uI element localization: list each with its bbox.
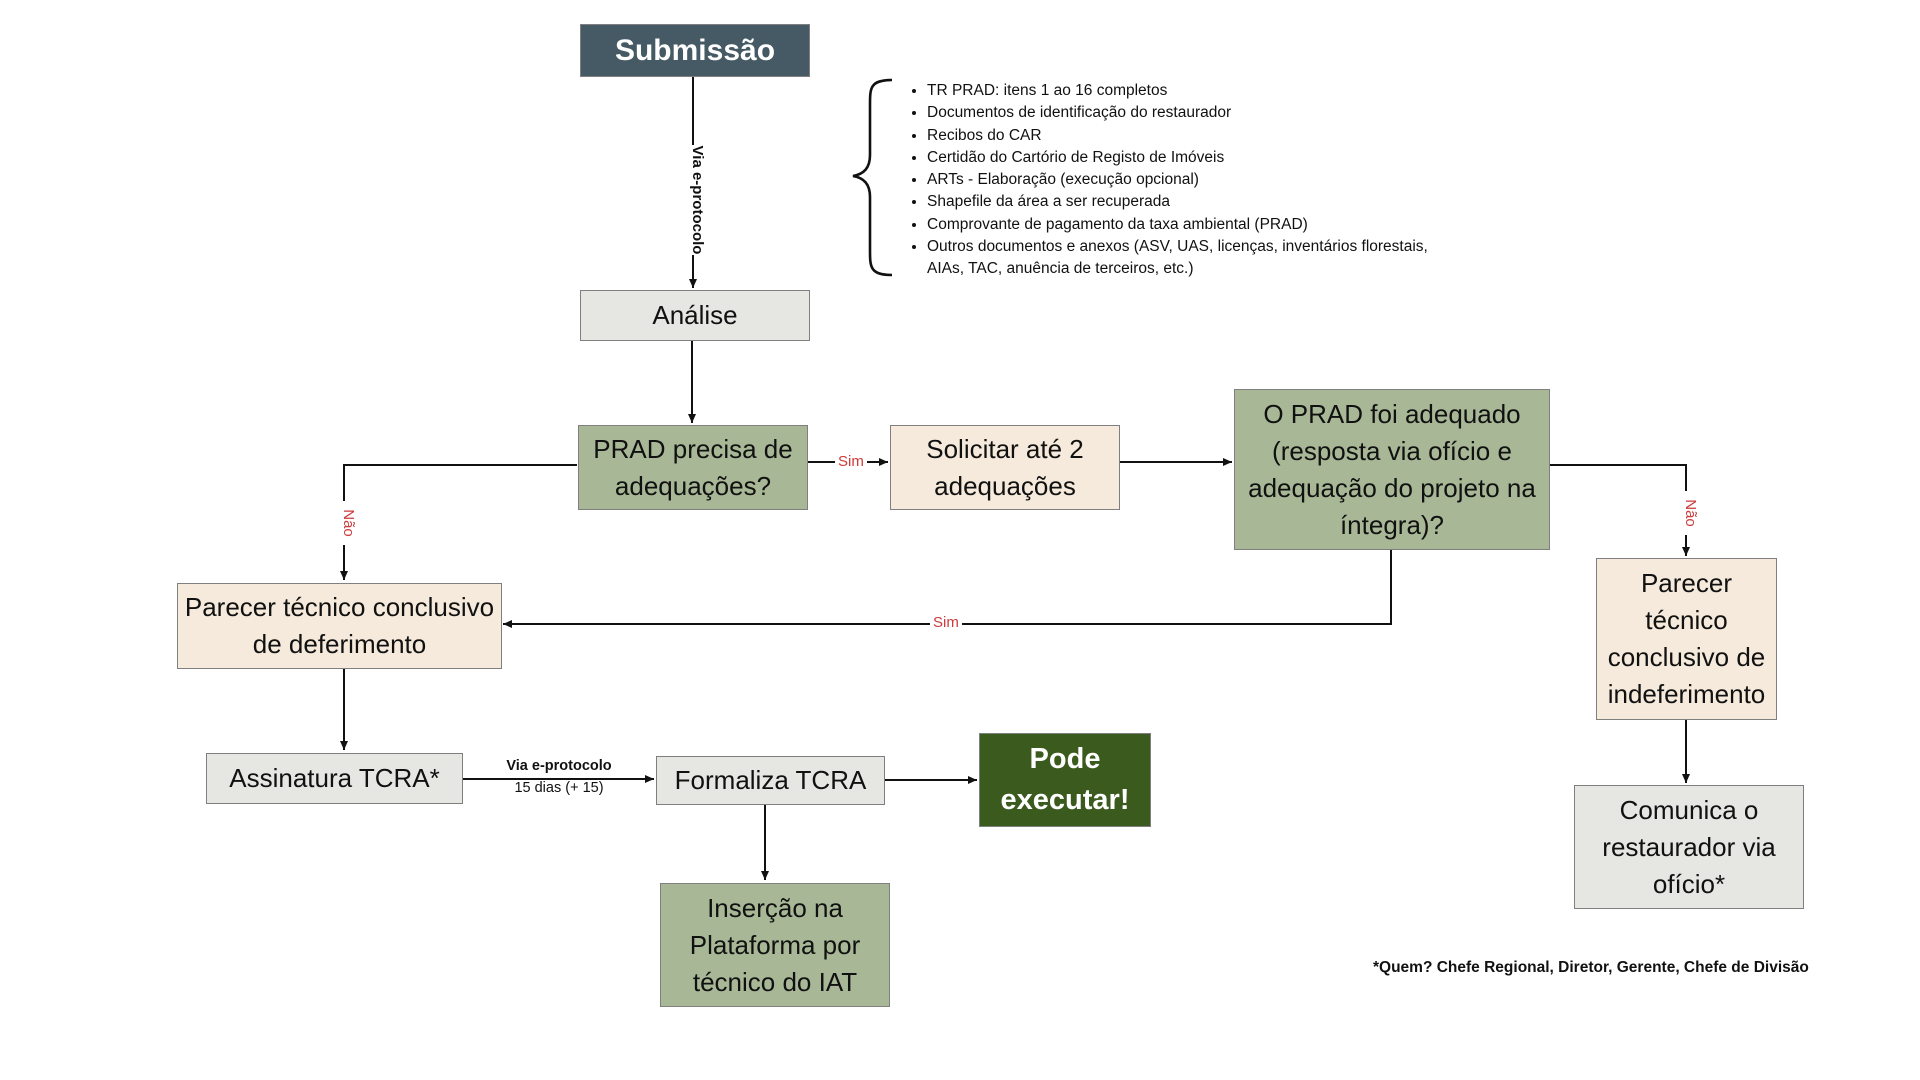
document-item: Certidão do Cartório de Registo de Imóve… [927, 147, 1447, 169]
node-solicitar: Solicitar até 2 adequações [890, 425, 1120, 510]
document-item: Outros documentos e anexos (ASV, UAS, li… [927, 236, 1447, 281]
node-assinatura: Assinatura TCRA* [206, 753, 463, 804]
document-item: Documentos de identificação do restaurad… [927, 102, 1447, 124]
node-pode-executar-label: Pode executar! [1000, 743, 1130, 816]
label-nao-2: Não [1679, 491, 1699, 535]
node-submissao: Submissão [580, 24, 810, 77]
node-pode-executar: Pode executar! [979, 733, 1151, 827]
edge-prad-deferimento [340, 464, 577, 580]
label-via-eprotocolo-2: Via e-protocolo [506, 758, 612, 774]
node-insercao-label: Inserção na Plataforma por técnico do IA… [689, 892, 861, 997]
node-formaliza: Formaliza TCRA [656, 756, 885, 805]
node-parecer-deferimento-label: Parecer técnico conclusivo de deferiment… [184, 592, 495, 659]
node-formaliza-label: Formaliza TCRA [674, 765, 867, 795]
footnote: *Quem? Chefe Regional, Diretor, Gerente,… [1373, 959, 1809, 976]
node-comunica: Comunica o restaurador via ofício* [1574, 785, 1804, 909]
curly-brace [852, 78, 893, 277]
node-insercao: Inserção na Plataforma por técnico do IA… [660, 883, 890, 1007]
node-parecer-indeferimento: Parecer técnico conclusivo de indeferime… [1596, 558, 1777, 720]
edge-adequado-indeferimento [1549, 464, 1690, 556]
document-item: Shapefile da área a ser recuperada [927, 191, 1447, 213]
node-prad-precisa: PRAD precisa de adequações? [578, 425, 808, 510]
label-sim-2: Sim [930, 614, 962, 631]
node-assinatura-label: Assinatura TCRA* [229, 763, 440, 793]
document-list: TR PRAD: itens 1 ao 16 completos Documen… [905, 80, 1447, 281]
node-prad-precisa-label: PRAD precisa de adequações? [593, 433, 793, 501]
node-analise-label: Análise [652, 300, 738, 330]
label-sim-1: Sim [835, 453, 867, 470]
label-via-eprotocolo-vertical: Via e-protocolo [686, 145, 706, 255]
node-submissao-label: Submissão [614, 34, 776, 67]
document-item: TR PRAD: itens 1 ao 16 completos [927, 80, 1447, 102]
node-analise: Análise [580, 290, 810, 341]
document-item: Comprovante de pagamento da taxa ambient… [927, 214, 1447, 236]
node-comunica-label: Comunica o restaurador via ofício* [1602, 794, 1776, 899]
node-parecer-deferimento: Parecer técnico conclusivo de deferiment… [177, 583, 502, 669]
node-solicitar-label: Solicitar até 2 adequações [926, 433, 1084, 501]
edge-adequado-deferimento [503, 548, 1392, 628]
node-parecer-indeferimento-label: Parecer técnico conclusivo de indeferime… [1607, 568, 1766, 709]
node-prad-adequado: O PRAD foi adequado (resposta via ofício… [1234, 389, 1550, 550]
document-item: Recibos do CAR [927, 125, 1447, 147]
document-item: ARTs - Elaboração (execução opcional) [927, 169, 1447, 191]
label-nao-1: Não [337, 501, 357, 545]
node-prad-adequado-label: O PRAD foi adequado (resposta via ofício… [1248, 398, 1536, 540]
label-prazo: 15 dias (+ 15) [514, 780, 604, 796]
